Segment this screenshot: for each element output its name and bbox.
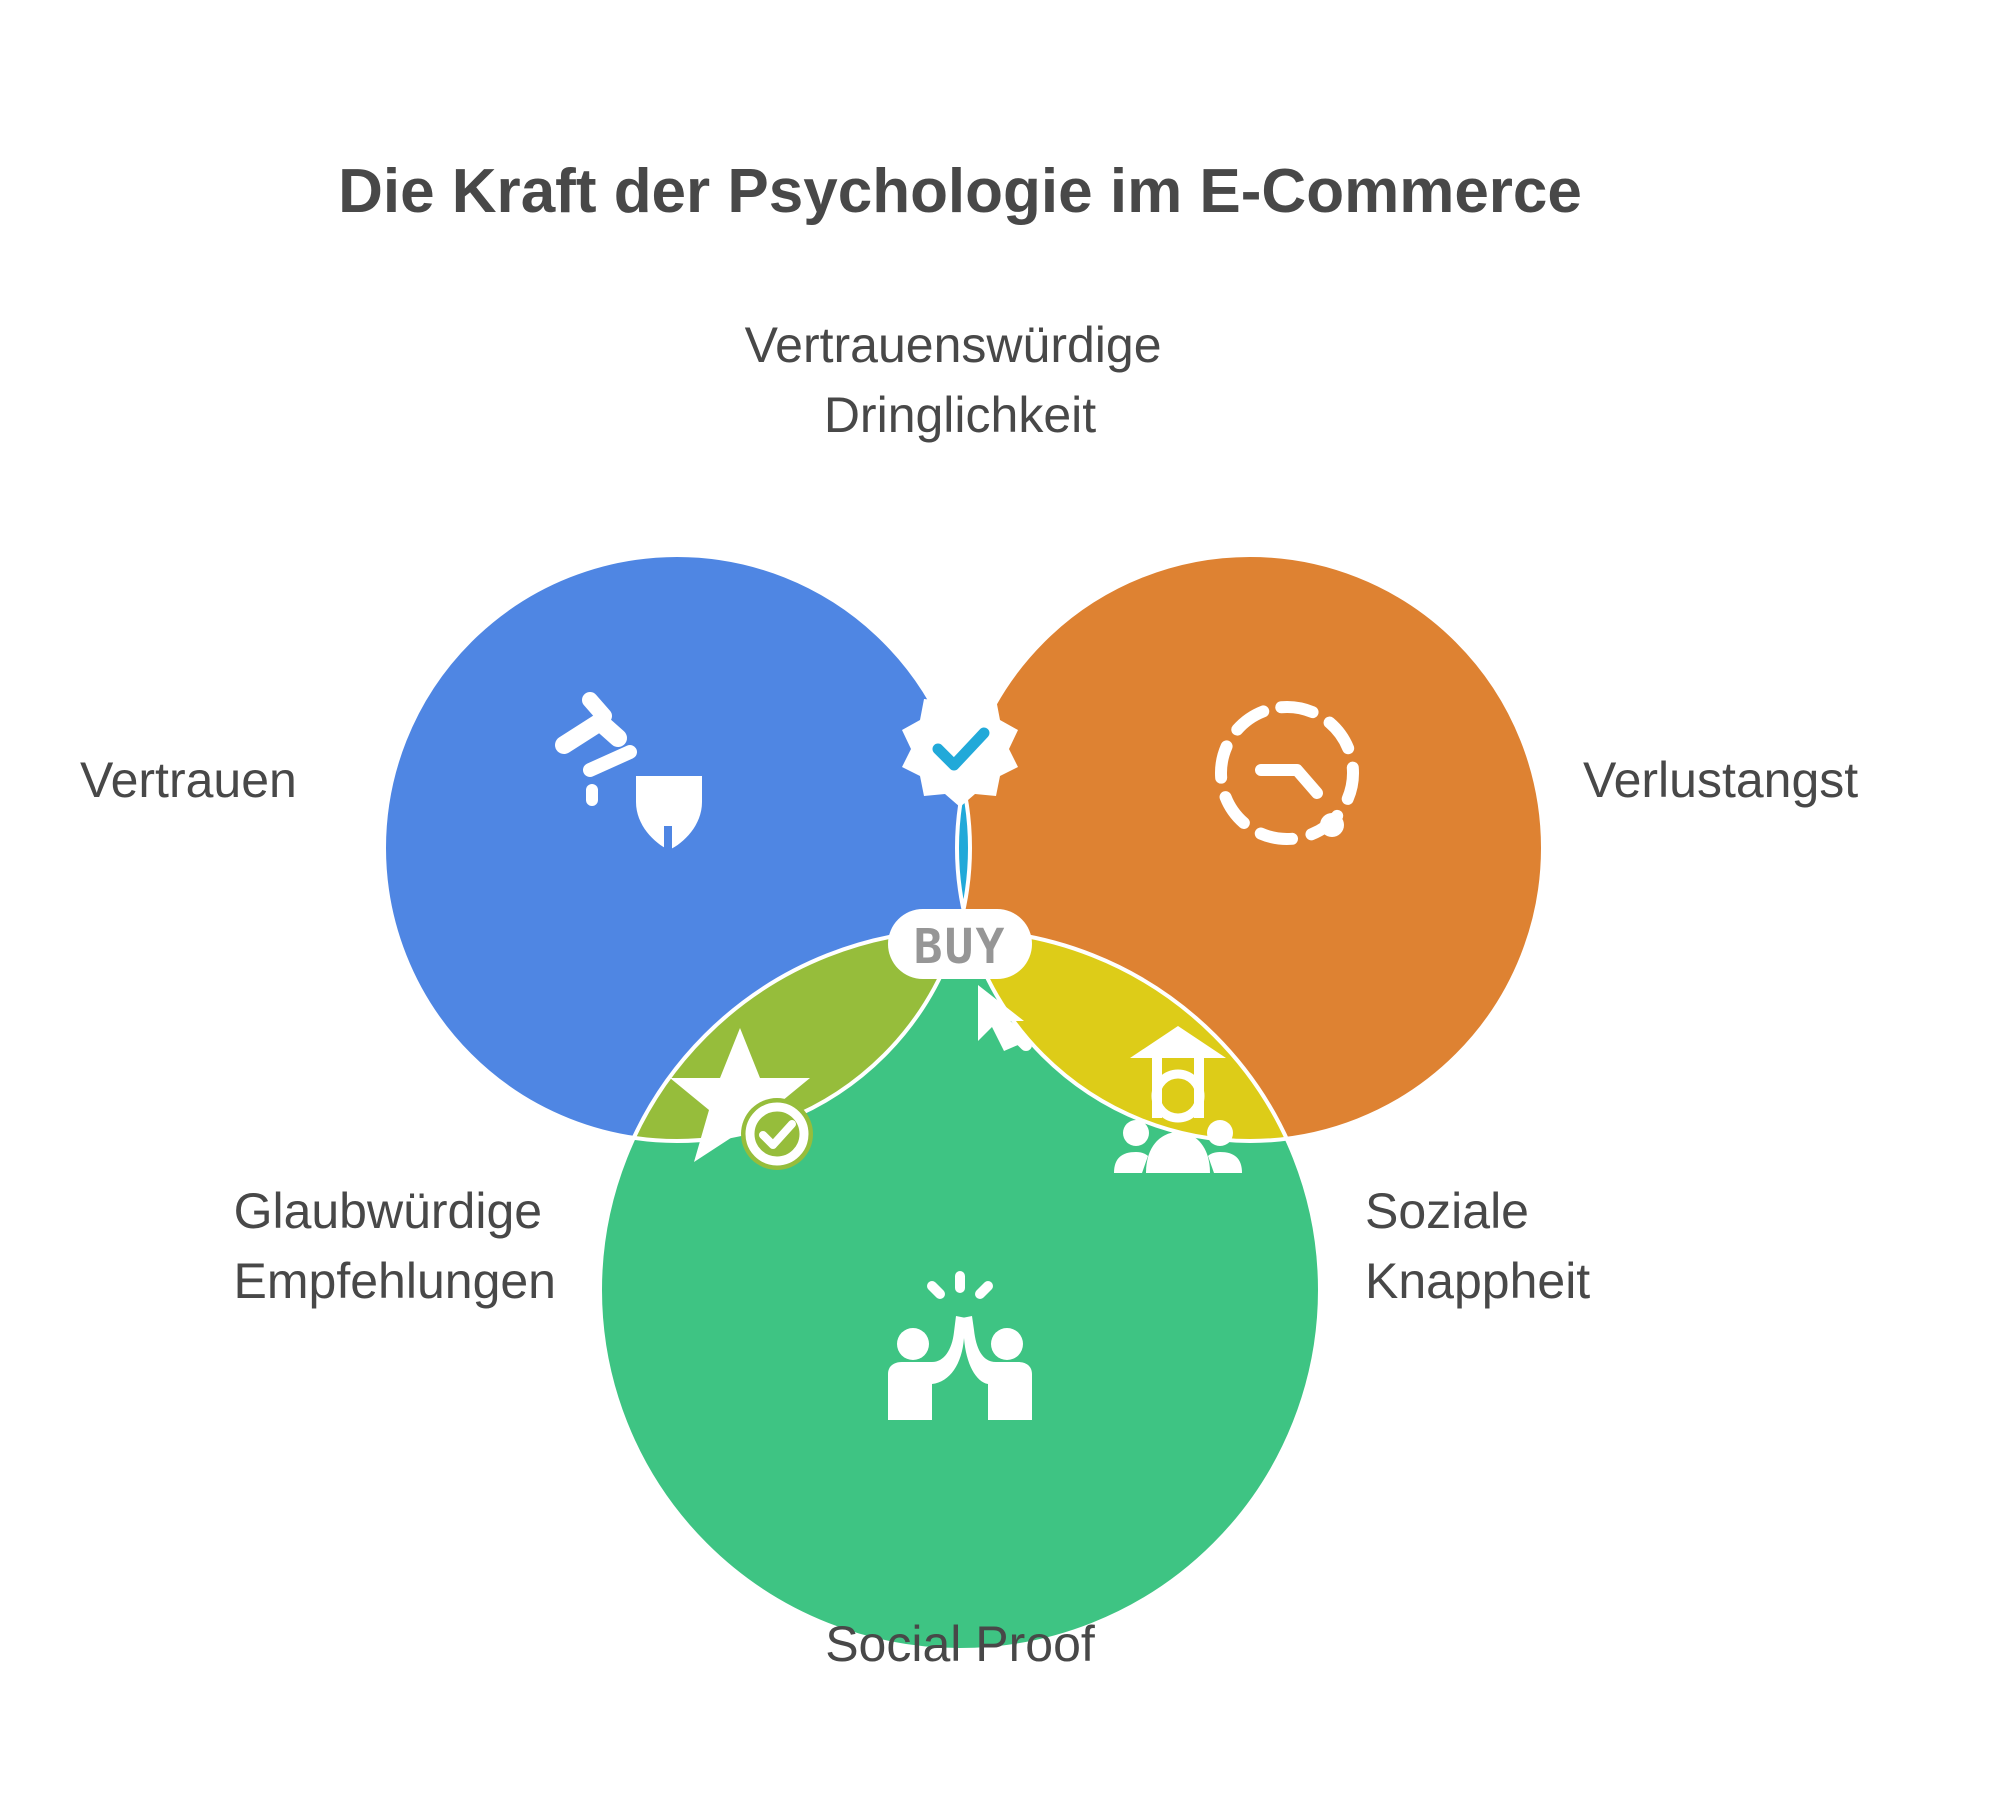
label-vertrauen: Vertrauen: [80, 752, 297, 808]
label-line: Knappheit: [1365, 1253, 1590, 1309]
label-line: Vertrauenswürdige: [745, 317, 1162, 373]
label-line: Dringlichkeit: [824, 387, 1096, 443]
rising-group-icon: [1114, 1026, 1242, 1173]
label-social-proof: Social Proof: [825, 1616, 1095, 1672]
diagram-title: Die Kraft der Psychologie im E-Commerce: [338, 157, 1582, 226]
label-verlustangst: Verlustangst: [1583, 752, 1858, 808]
star-check-icon: [670, 1028, 813, 1170]
label-line: Glaubwürdige: [234, 1183, 543, 1239]
buy-cursor-icon: BUY: [888, 909, 1032, 1051]
label-glaubwuerdige-empfehlungen: Glaubwürdige Empfehlungen: [234, 1183, 556, 1309]
label-line: Empfehlungen: [234, 1253, 556, 1309]
shield-hand-icon: [555, 692, 702, 850]
buy-button-text: BUY: [914, 919, 1007, 975]
verified-badge-icon: [902, 687, 1018, 807]
label-line: Soziale: [1365, 1183, 1529, 1239]
intersection-soziale-knappheit: [957, 930, 1320, 1141]
label-soziale-knappheit: Soziale Knappheit: [1365, 1183, 1590, 1309]
dashed-clock-icon: [1215, 701, 1359, 845]
high-five-icon: [888, 1271, 1032, 1420]
label-vertrauenswuerdige-dringlichkeit: Vertrauenswürdige Dringlichkeit: [745, 317, 1176, 443]
